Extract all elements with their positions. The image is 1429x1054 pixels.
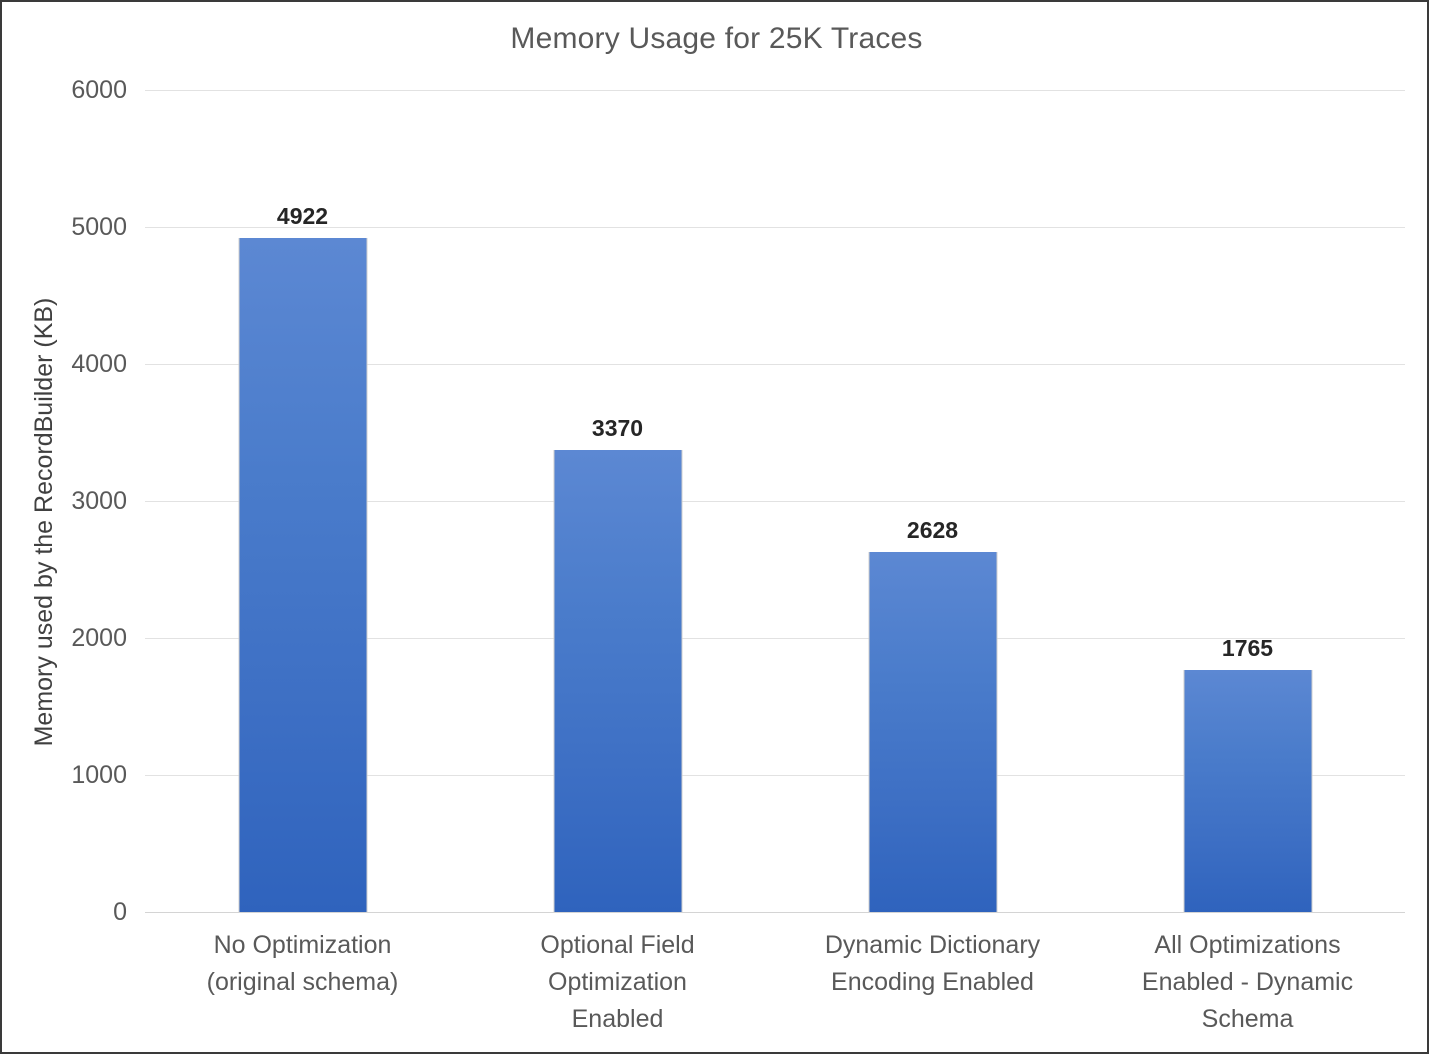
- bar[interactable]: [553, 450, 682, 912]
- bar[interactable]: [238, 237, 367, 912]
- x-axis-tick-label-line: Optional Field: [540, 931, 695, 959]
- x-axis-tick-label-line: Encoding Enabled: [831, 968, 1034, 996]
- gridline: [145, 90, 1405, 91]
- x-axis-tick-label-line: Dynamic Dictionary: [824, 931, 1041, 959]
- gridline: [145, 775, 1405, 776]
- bar-slot: 4922: [145, 90, 460, 912]
- bar[interactable]: [1183, 670, 1312, 912]
- y-axis-tick-label: 3000: [71, 487, 127, 515]
- x-axis-tick-label-line: (original schema): [206, 968, 399, 996]
- y-axis-tick-label: 6000: [71, 76, 127, 104]
- y-axis-tick-label: 4000: [71, 350, 127, 378]
- bar[interactable]: [868, 551, 997, 912]
- bar-slot: 3370: [460, 90, 775, 912]
- y-axis-tick-label: 5000: [71, 213, 127, 241]
- bar-value-label: 4922: [276, 202, 329, 229]
- bar-slot: 2628: [775, 90, 1090, 912]
- gridline: [145, 638, 1405, 639]
- x-axis-tick-label-line: Enabled - Dynamic: [1141, 968, 1354, 996]
- x-axis-tick-label-line: No Optimization: [213, 931, 392, 959]
- y-axis-tick-label: 0: [113, 898, 127, 926]
- bar-value-label: 2628: [906, 516, 959, 543]
- x-axis-tick-label-line: Optimization: [548, 968, 687, 996]
- bar-series: 4922 3370 2628 1765: [145, 90, 1405, 912]
- x-axis-tick-label-line: All Optimizations: [1154, 931, 1341, 959]
- gridline: [145, 501, 1405, 502]
- x-axis-tick-label-line: Schema: [1201, 1005, 1294, 1033]
- x-axis-tick-label-line: Enabled: [571, 1005, 664, 1033]
- axis-baseline: [145, 912, 1405, 913]
- y-axis-tick-label: 2000: [71, 624, 127, 652]
- bar-value-label: 3370: [591, 415, 644, 442]
- chart-title: Memory Usage for 25K Traces: [510, 22, 923, 55]
- bar-value-label: 1765: [1221, 635, 1274, 662]
- x-axis-tick-label: No Optimization (original schema): [153, 927, 453, 1001]
- gridline: [145, 227, 1405, 228]
- gridline: [145, 364, 1405, 365]
- plot-area: 4922 3370 2628 1765: [145, 90, 1405, 913]
- bar-slot: 1765: [1090, 90, 1405, 912]
- y-axis-tick-label: 1000: [71, 761, 127, 789]
- y-axis-title: Memory used by the RecordBuilder (KB): [30, 297, 58, 747]
- x-axis-tick-labels: No Optimization (original schema) Optional…: [145, 927, 1405, 1047]
